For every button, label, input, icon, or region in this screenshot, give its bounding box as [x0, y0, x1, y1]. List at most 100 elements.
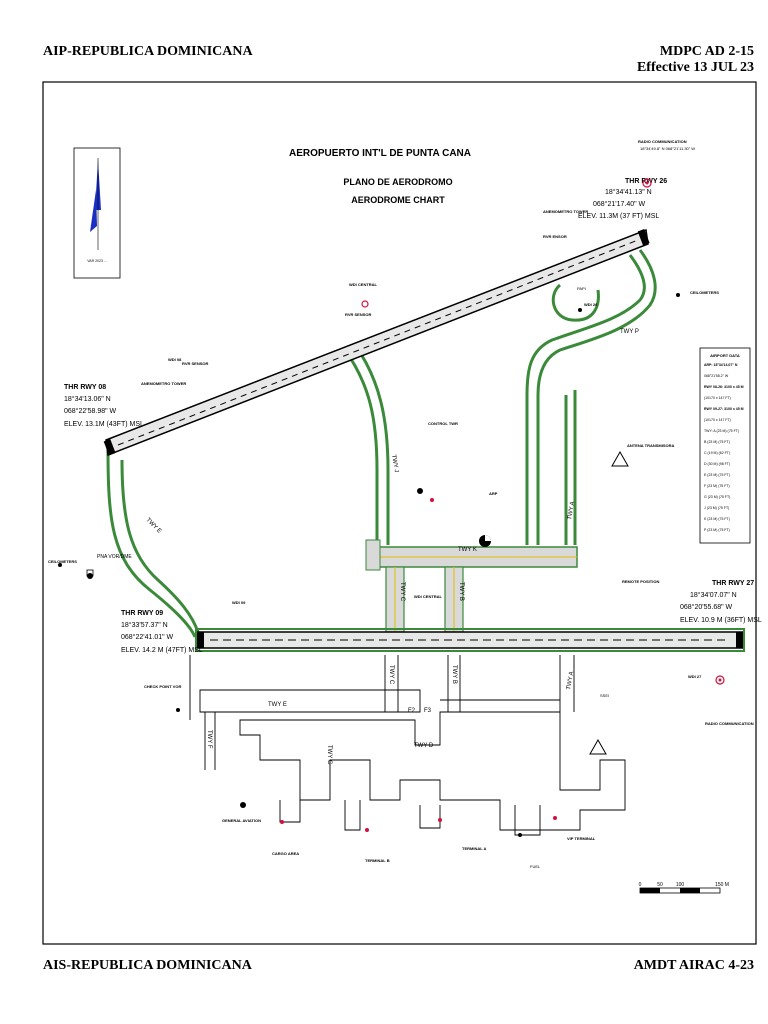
- twy-a-lower-label: TWY A: [566, 671, 575, 690]
- taxiway-network: [106, 249, 657, 638]
- general-aviation-label: GENERAL AVIATION: [222, 818, 261, 823]
- chart-title: AEROPUERTO INT'L DE PUNTA CANA: [289, 148, 471, 159]
- airport-data-line: TWY: A (23 M) (75 FT): [704, 429, 739, 433]
- arp-label: ARP: [489, 491, 498, 496]
- remote-position-label: REMOTE POSITION: [622, 579, 659, 584]
- thr-rwy-26: THR RWY 26 18°34'41.13" N 068°21'17.40" …: [578, 178, 667, 220]
- check-point-label: CHECK POINT VOR: [144, 684, 181, 689]
- airport-data-line: B (23 M) (75 FT): [704, 440, 730, 444]
- airport-data-box: AIRPORT DATA ARP: 18°34'14.07" N068°21'5…: [699, 347, 751, 544]
- thr08-elev: ELEV. 13.1M (43FT) MSL: [64, 421, 144, 428]
- thr-rwy-08: THR RWY 08 18°34'13.06" N 068°22'58.98" …: [64, 384, 144, 428]
- cargo-area-label: CARGO AREA: [272, 851, 299, 856]
- airport-data-line: ARP: 18°34'14.07" N: [704, 363, 738, 367]
- apron-area: [189, 655, 626, 836]
- thr09-lat: 18°33'57.37" N: [121, 621, 168, 629]
- terminal-a-label: TERMINAL A: [462, 846, 487, 851]
- wdi-central-label: WDI CENTRAL: [414, 594, 443, 599]
- thr27-elev: ELEV. 10.9 M (36FT) MSL: [680, 617, 762, 624]
- thr26-lat: 18°34'41.13" N: [605, 188, 652, 196]
- airport-data-line: G (23 M) (75 FT): [704, 495, 730, 499]
- wdi26-label: WDI 26: [584, 302, 598, 307]
- twy-c-lower-label: TWY C: [388, 665, 394, 685]
- twy-b-label: TWY B: [458, 582, 464, 601]
- twy-a-upper-label: TWY A: [567, 501, 576, 520]
- thr26-elev: ELEV. 11.3M (37 FT) MSL: [578, 213, 659, 220]
- rvr-top-label: RVR ENSOR: [543, 234, 567, 239]
- thr27-lon: 068°20'55.68" W: [680, 603, 733, 611]
- pna-vor-label: PNA VOR/DME: [97, 554, 132, 560]
- header-right-effective: Effective 13 JUL 23: [636, 60, 754, 75]
- scale-150: 150 M: [715, 882, 729, 888]
- airport-data-line: RWY 08-26: 3100 x 45 M: [704, 385, 744, 389]
- thr27-lat: 18°34'07.07" N: [690, 591, 737, 599]
- north-arrow-note: VAR 2023 ...: [87, 259, 107, 263]
- papi-26-label: PAPI: [577, 286, 586, 291]
- thr26-title: THR RWY 26: [625, 178, 667, 185]
- twy-e-lower-label: TWY E: [268, 702, 287, 708]
- ceilometers-right-label: CEILOMETERS: [690, 290, 719, 295]
- scale-50: 50: [657, 882, 663, 888]
- thr08-title: THR RWY 08: [64, 384, 106, 391]
- thr-rwy-27: THR RWY 27 18°34'07.07" N 068°20'55.68" …: [680, 580, 762, 624]
- airport-data-line: (10170 x 147 FT): [704, 396, 731, 400]
- thr08-lat: 18°34'13.06" N: [64, 395, 111, 403]
- runway-09-27: [195, 628, 745, 652]
- twy-k-label: TWY K: [458, 547, 477, 553]
- terminal-b-label: TERMINAL B: [365, 858, 390, 863]
- airport-data-line: P (23 M) (75 FT): [704, 528, 730, 532]
- twy-d-label: TWY D: [414, 743, 434, 749]
- twy-p-label: TWY P: [620, 329, 639, 335]
- thr09-elev: ELEV. 14.2 M (47FT) MSL: [121, 647, 203, 654]
- fuel-label: FUEL: [530, 864, 541, 869]
- airport-data-line: C (19 M) (62 FT): [704, 451, 730, 455]
- twy-g-label: TWY G: [326, 745, 332, 765]
- wdi08-label: WDI 08: [168, 357, 182, 362]
- wdi-central-top-label: WDI CENTRAL: [349, 282, 378, 287]
- scale-bar: 0 50 100 150 M: [639, 882, 729, 894]
- radio-comm-coords: 18°34'49.8" N 068°21'11.30" W: [640, 146, 695, 151]
- rvr-sensor-left-label: RVR SENSOR: [182, 361, 208, 366]
- airport-data-line: K (23 M) (75 FT): [704, 517, 730, 521]
- wdi27-label: WDI 27: [688, 674, 702, 679]
- twy-f-label: TWY F: [206, 730, 212, 749]
- twy-f2-label: F2: [408, 708, 416, 714]
- scale-100: 100: [676, 882, 685, 888]
- ssei-label: SSEI: [600, 693, 609, 698]
- airport-data-line: RWY 09-27: 3100 x 45 M: [704, 407, 744, 411]
- radio-comm-label: RADIO COMMUNICATION: [638, 139, 687, 144]
- airport-data-title: AIRPORT DATA: [710, 353, 740, 358]
- thr09-title: THR RWY 09: [121, 610, 163, 617]
- rvr-sensor-label: RVR SENSOR: [345, 312, 371, 317]
- facility-markers: [58, 178, 725, 837]
- thr08-lon: 068°22'58.98" W: [64, 407, 117, 415]
- scale-0: 0: [639, 882, 642, 888]
- vip-terminal-label: VIP TERMINAL: [567, 836, 596, 841]
- airport-data-line: (10170 x 147 FT): [704, 418, 731, 422]
- control-twr-label: CONTROL TWR: [428, 421, 458, 426]
- header-left: AIP-REPUBLICA DOMINICANA: [43, 44, 253, 59]
- thr27-title: THR RWY 27: [712, 580, 754, 587]
- thr09-lon: 068°22'41.01" W: [121, 633, 174, 641]
- header-right-ref: MDPC AD 2-15: [659, 44, 754, 59]
- wdi09-label: WDI 09: [232, 600, 246, 605]
- footer-right: AMDT AIRAC 4-23: [633, 958, 754, 973]
- ceilometers-left-label: CEILOMETERS: [48, 559, 77, 564]
- anemo-tower-left-label: ANEMOMETRO TOWER: [141, 381, 186, 386]
- chart-frame: [42, 81, 757, 945]
- twy-e-upper-label: TWY E: [145, 517, 163, 535]
- twy-b-lower-label: TWY B: [451, 665, 457, 684]
- airport-data-line: F (23 M) (75 FT): [704, 484, 730, 488]
- footer-left: AIS-REPUBLICA DOMINICANA: [43, 958, 252, 973]
- antena-label: ANTENA TRANSMISORA: [627, 443, 675, 448]
- anemo-tower-top-label: ANEMOMETRO TOWER: [543, 209, 588, 214]
- runway-08-26: [103, 228, 650, 457]
- twy-j-label: TWY J: [390, 454, 399, 473]
- north-arrow: VAR 2023 ...: [73, 147, 121, 279]
- thr26-lon: 068°21'17.40" W: [593, 200, 646, 208]
- thr-rwy-09: THR RWY 09 18°33'57.37" N 068°22'41.01" …: [121, 610, 203, 654]
- radio-comm-2-label: RADIO COMMUNICATION: [705, 721, 754, 726]
- chart-subtitle-es: PLANO DE AERODROMO: [343, 177, 452, 187]
- twy-f3-label: F3: [424, 708, 432, 714]
